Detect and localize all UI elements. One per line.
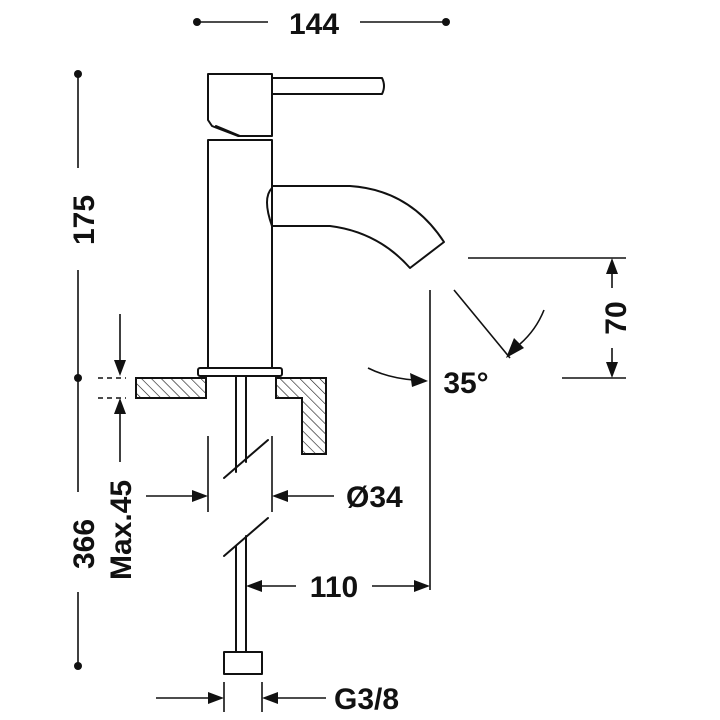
hose-connector-nut xyxy=(223,651,263,675)
counter-arrow-top xyxy=(114,360,126,376)
counter-deck xyxy=(135,377,327,455)
reach-arrow-left xyxy=(246,580,262,592)
faucet-spout xyxy=(266,185,445,269)
faucet-body xyxy=(197,73,445,377)
dimension-dot-right xyxy=(442,18,450,26)
dimension-height-upper-label: 175 xyxy=(68,195,101,245)
dimension-thread-label: G3/8 xyxy=(334,683,399,716)
angle-spout-axis xyxy=(453,289,511,359)
dimension-spout-height-label: 70 xyxy=(600,301,633,334)
spout-height-arrow-top xyxy=(606,258,618,274)
dimension-angle: 35° xyxy=(367,289,545,400)
diameter-arrow-right xyxy=(272,490,288,502)
reach-arrow-right xyxy=(414,580,430,592)
handle-lever xyxy=(271,77,385,95)
thread-arrow-left xyxy=(208,692,224,704)
dimension-dot-bottom xyxy=(74,662,82,670)
supply-hose xyxy=(223,375,269,675)
dimension-max-counter: Max.45 xyxy=(98,314,138,580)
faucet-base-flange xyxy=(197,367,283,377)
dimension-thread: G3/8 xyxy=(156,682,399,716)
dimension-reach-label: 110 xyxy=(310,571,358,604)
spout-height-arrow-bottom xyxy=(606,362,618,378)
counter-right-section xyxy=(275,377,327,455)
angle-arc-left xyxy=(367,367,415,381)
angle-arc-right xyxy=(519,309,545,345)
angle-arrow-right xyxy=(506,338,524,358)
dimension-max-counter-label: Max.45 xyxy=(105,480,138,580)
dimension-diameter: Ø34 xyxy=(146,436,403,514)
dimension-angle-label: 35° xyxy=(443,367,488,400)
hose-break-upper xyxy=(223,439,269,479)
counter-arrow-bottom xyxy=(114,398,126,414)
dimension-height-lower-label: 366 xyxy=(68,519,101,569)
dimension-spout-height: 70 xyxy=(468,257,633,379)
handle-base-edge xyxy=(215,125,241,137)
angle-arrow-left xyxy=(410,373,428,387)
dimension-width-top: 144 xyxy=(193,8,450,41)
thread-arrow-right xyxy=(262,692,278,704)
diameter-arrow-left xyxy=(192,490,208,502)
dimension-height-left: 175 366 xyxy=(68,70,101,670)
dimension-width-label: 144 xyxy=(289,8,339,41)
dimension-reach: 110 xyxy=(246,290,431,604)
dimension-diameter-label: Ø34 xyxy=(346,481,403,514)
faucet-column xyxy=(207,139,273,369)
counter-left-section xyxy=(135,377,207,399)
